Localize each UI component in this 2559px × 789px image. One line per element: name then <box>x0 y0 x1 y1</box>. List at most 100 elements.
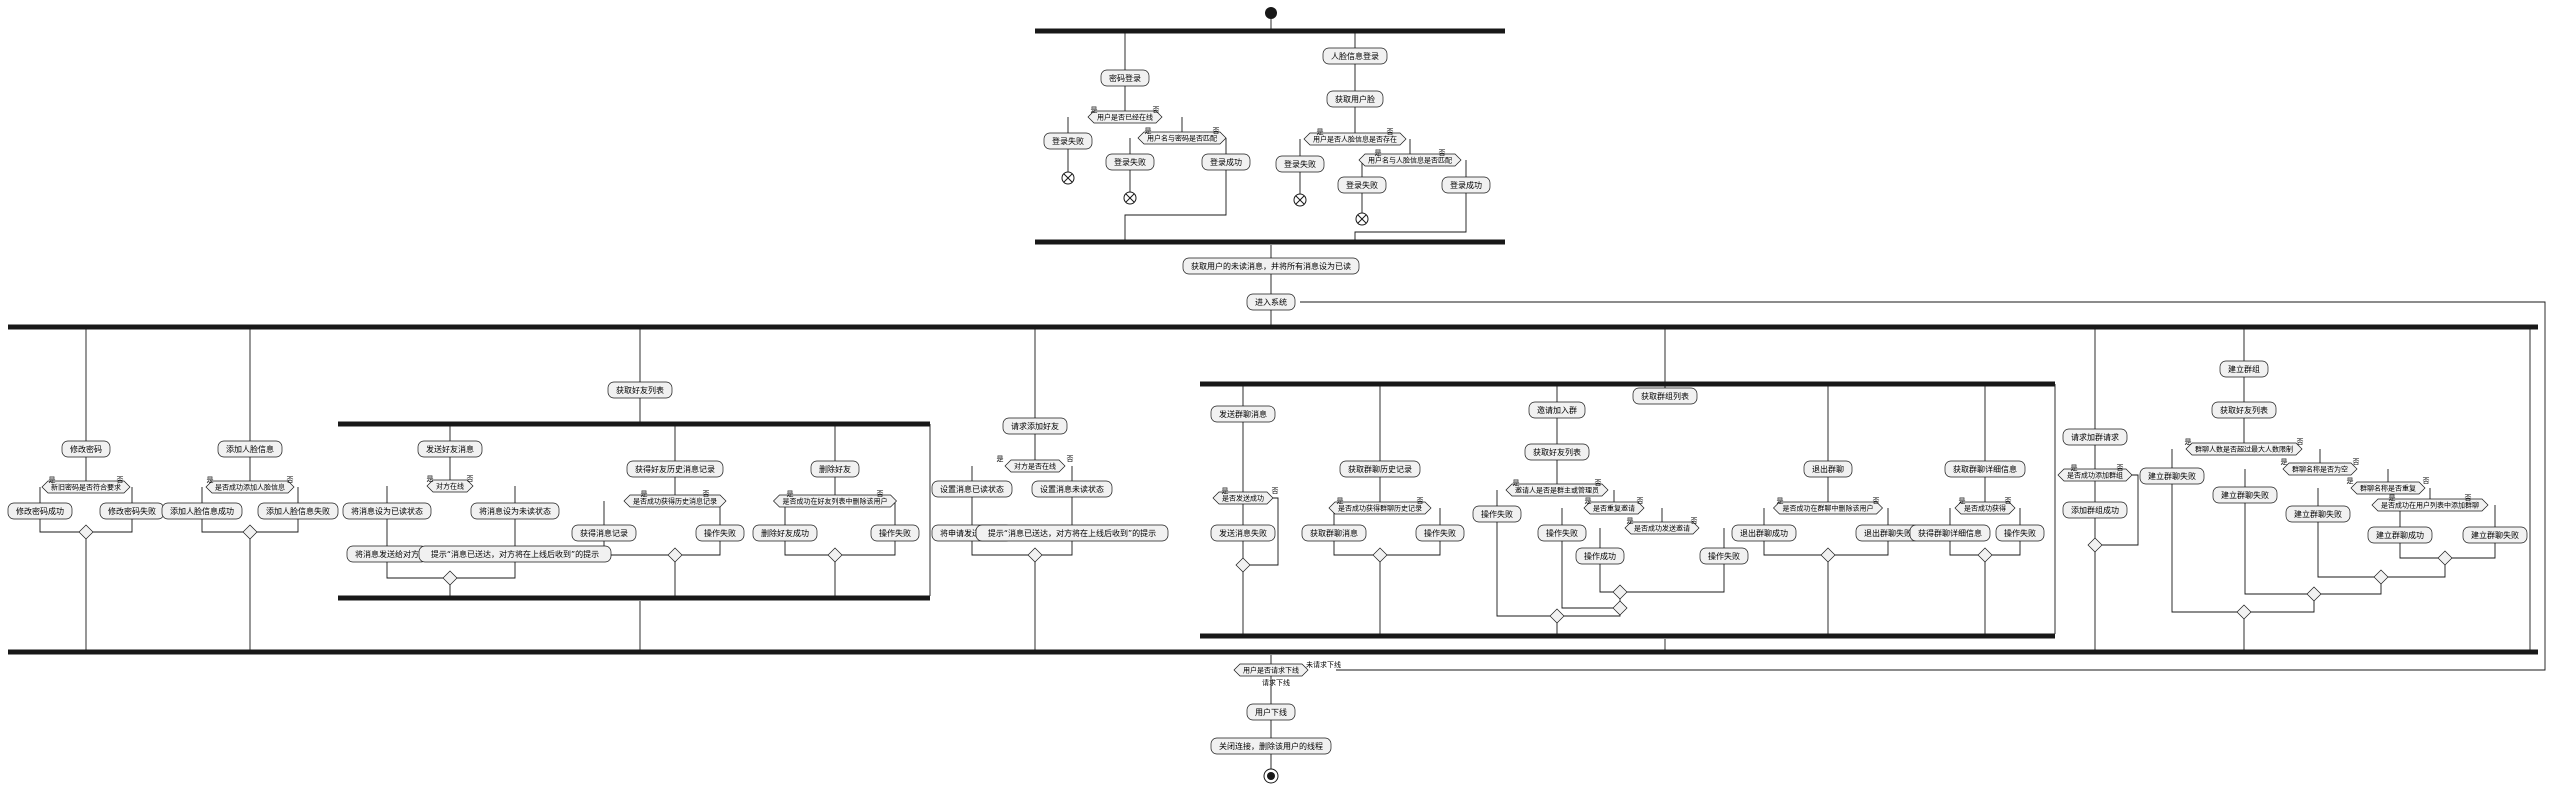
branch-label: 否 <box>2353 458 2360 466</box>
decision-shape <box>205 480 295 494</box>
merge-diamond <box>1977 547 1993 563</box>
activity-login_fail: 登录失败 <box>1043 132 1093 150</box>
activity-add_face_ok: 添加人脸信息成功 <box>161 502 243 520</box>
branch-label: 否 <box>117 476 124 484</box>
merge-diamond <box>1235 557 1251 573</box>
activity-label: 请求加群请求 <box>2071 432 2119 442</box>
decision-shape <box>1773 501 1883 515</box>
branch-label: 是 <box>1959 497 1966 505</box>
activity-label: 删除好友成功 <box>761 528 809 538</box>
sync-bar <box>1035 239 1505 245</box>
merge-node <box>242 524 258 540</box>
branch-label: 否 <box>1637 497 1644 505</box>
flow-line <box>1949 541 1978 556</box>
activity-label: 发送消息失败 <box>1219 528 1267 538</box>
decision-label: 用户名与密码是否匹配 <box>1147 134 1217 143</box>
activity-get_history: 获得消息记录 <box>571 524 637 542</box>
branch-label: 是 <box>641 490 648 498</box>
activity-create_group_ok: 建立群聊成功 <box>2367 526 2433 544</box>
activity-label: 将申请发送给对方 <box>940 528 1004 538</box>
flow-line <box>1599 564 1613 593</box>
activity-label: 将消息设为已读状态 <box>351 506 423 516</box>
branch-label: 是 <box>997 455 1004 463</box>
activity-label: 将消息发送给对方 <box>355 549 419 559</box>
activity-box <box>1322 47 1388 65</box>
activity-get_friend_history: 获得好友历史消息记录 <box>626 460 724 478</box>
activity-box <box>2211 401 2277 419</box>
flow-line <box>1564 615 1621 617</box>
activity-get_group_msgs: 获取群聊消息 <box>1301 524 1367 542</box>
activity-label: 登录成功 <box>1210 157 1242 167</box>
activity-op_fail: 操作失败 <box>695 524 745 542</box>
activity-label: 获取好友列表 <box>1533 447 1581 457</box>
diagram-nodes: 密码登录用户是否已经在线是否登录失败用户名与密码是否匹配是否登录失败登录成功人脸… <box>7 7 2528 784</box>
flow-line <box>1763 541 1821 556</box>
decision-invite_choose: 邀请人是否是群主或管理员 <box>1505 483 1609 497</box>
activity-box <box>1441 176 1491 194</box>
branch-label: 是 <box>1337 497 1344 505</box>
activity-label: 获取好友列表 <box>616 385 664 395</box>
branch-label: 是 <box>49 476 56 484</box>
sync-bar <box>338 595 930 601</box>
decision-shape <box>1212 491 1274 505</box>
activity-label: 提示“消息已送达，对方将在上线后收到”的提示 <box>988 528 1156 538</box>
decision-want_offline: 用户是否请求下线 <box>1233 663 1309 677</box>
activity-set_msg_read: 将消息设为未读状态 <box>470 502 560 520</box>
flow-line <box>457 562 516 579</box>
flow-line <box>1333 541 1373 556</box>
activity-label: 人脸信息登录 <box>1331 51 1379 61</box>
flow-line <box>2388 565 2446 578</box>
decision-create_ok: 是否成功在用户列表中添加群聊 <box>2371 498 2489 512</box>
branch-label: 否 <box>1595 479 1602 487</box>
activity-box <box>2139 467 2205 485</box>
activity-box <box>2219 360 2269 378</box>
activity-box <box>2062 501 2128 519</box>
flow-line <box>1387 541 1441 556</box>
merge-node <box>442 570 458 586</box>
branch-label: 否 <box>2005 497 2012 505</box>
activity-login_fail: 登录失败 <box>1275 155 1325 173</box>
flow-final-node <box>1355 212 1369 226</box>
flow-final-node <box>1293 193 1307 207</box>
activity-label: 提示“消息已送达，对方将在上线后收到”的提示 <box>431 549 599 559</box>
merge-node <box>2373 569 2389 585</box>
activity-box <box>1803 460 1853 478</box>
activity-box <box>7 502 73 520</box>
merge-diamond <box>2236 604 2252 620</box>
merge-diamond <box>1820 547 1836 563</box>
sync-bar <box>1200 633 2055 639</box>
flow-line <box>2317 522 2374 578</box>
activity-box <box>342 502 432 520</box>
activity-box <box>2062 428 2128 446</box>
merge-node <box>1027 547 1043 563</box>
decision-label: 新旧密码是否符合要求 <box>51 483 121 492</box>
activity-op_fail: 操作失败 <box>1415 524 1465 542</box>
flow-line <box>1042 541 1073 556</box>
decision-name_empty: 群聊名称是否为空 <box>2282 462 2358 476</box>
decision-get_history_ok: 是否成功获得群聊历史记录 <box>1328 501 1432 515</box>
activity-label: 设置消息已读状态 <box>940 484 1004 494</box>
activity-close_conn: 关闭连接，删除该用户的线程 <box>1210 737 1332 755</box>
flow-final-cross <box>1295 195 1305 205</box>
decision-shape <box>623 494 727 508</box>
activity-req_add_friend: 请求添加好友 <box>1002 417 1068 435</box>
decision-shape <box>1583 501 1645 515</box>
activity-get_friend_list_3: 获取好友列表 <box>2211 401 2277 419</box>
activity-op_fail: 操作失败 <box>870 524 920 542</box>
activity-box <box>1002 417 1068 435</box>
activity-create_group: 建立群组 <box>2219 360 2269 378</box>
activity-get_friend_msgs: 获取用户的未读消息，并将所有消息设为已读 <box>1182 257 1360 275</box>
activity-box <box>695 524 745 542</box>
activity-label: 获得消息记录 <box>580 528 628 538</box>
activity-label: 发送好友消息 <box>426 444 474 454</box>
merge-node <box>1820 547 1836 563</box>
decision-label: 是否成功在好友列表中删除该用户 <box>783 497 888 506</box>
merge-node <box>667 547 683 563</box>
flow-lines <box>39 19 2546 770</box>
branch-label: 是 <box>1627 517 1634 525</box>
decision-detail_ok: 是否成功获得 <box>1954 501 2016 515</box>
decision-shape <box>426 479 474 493</box>
activity-box <box>1995 524 2045 542</box>
activity-get_group_history: 获取群聊历史记录 <box>1339 460 1421 478</box>
